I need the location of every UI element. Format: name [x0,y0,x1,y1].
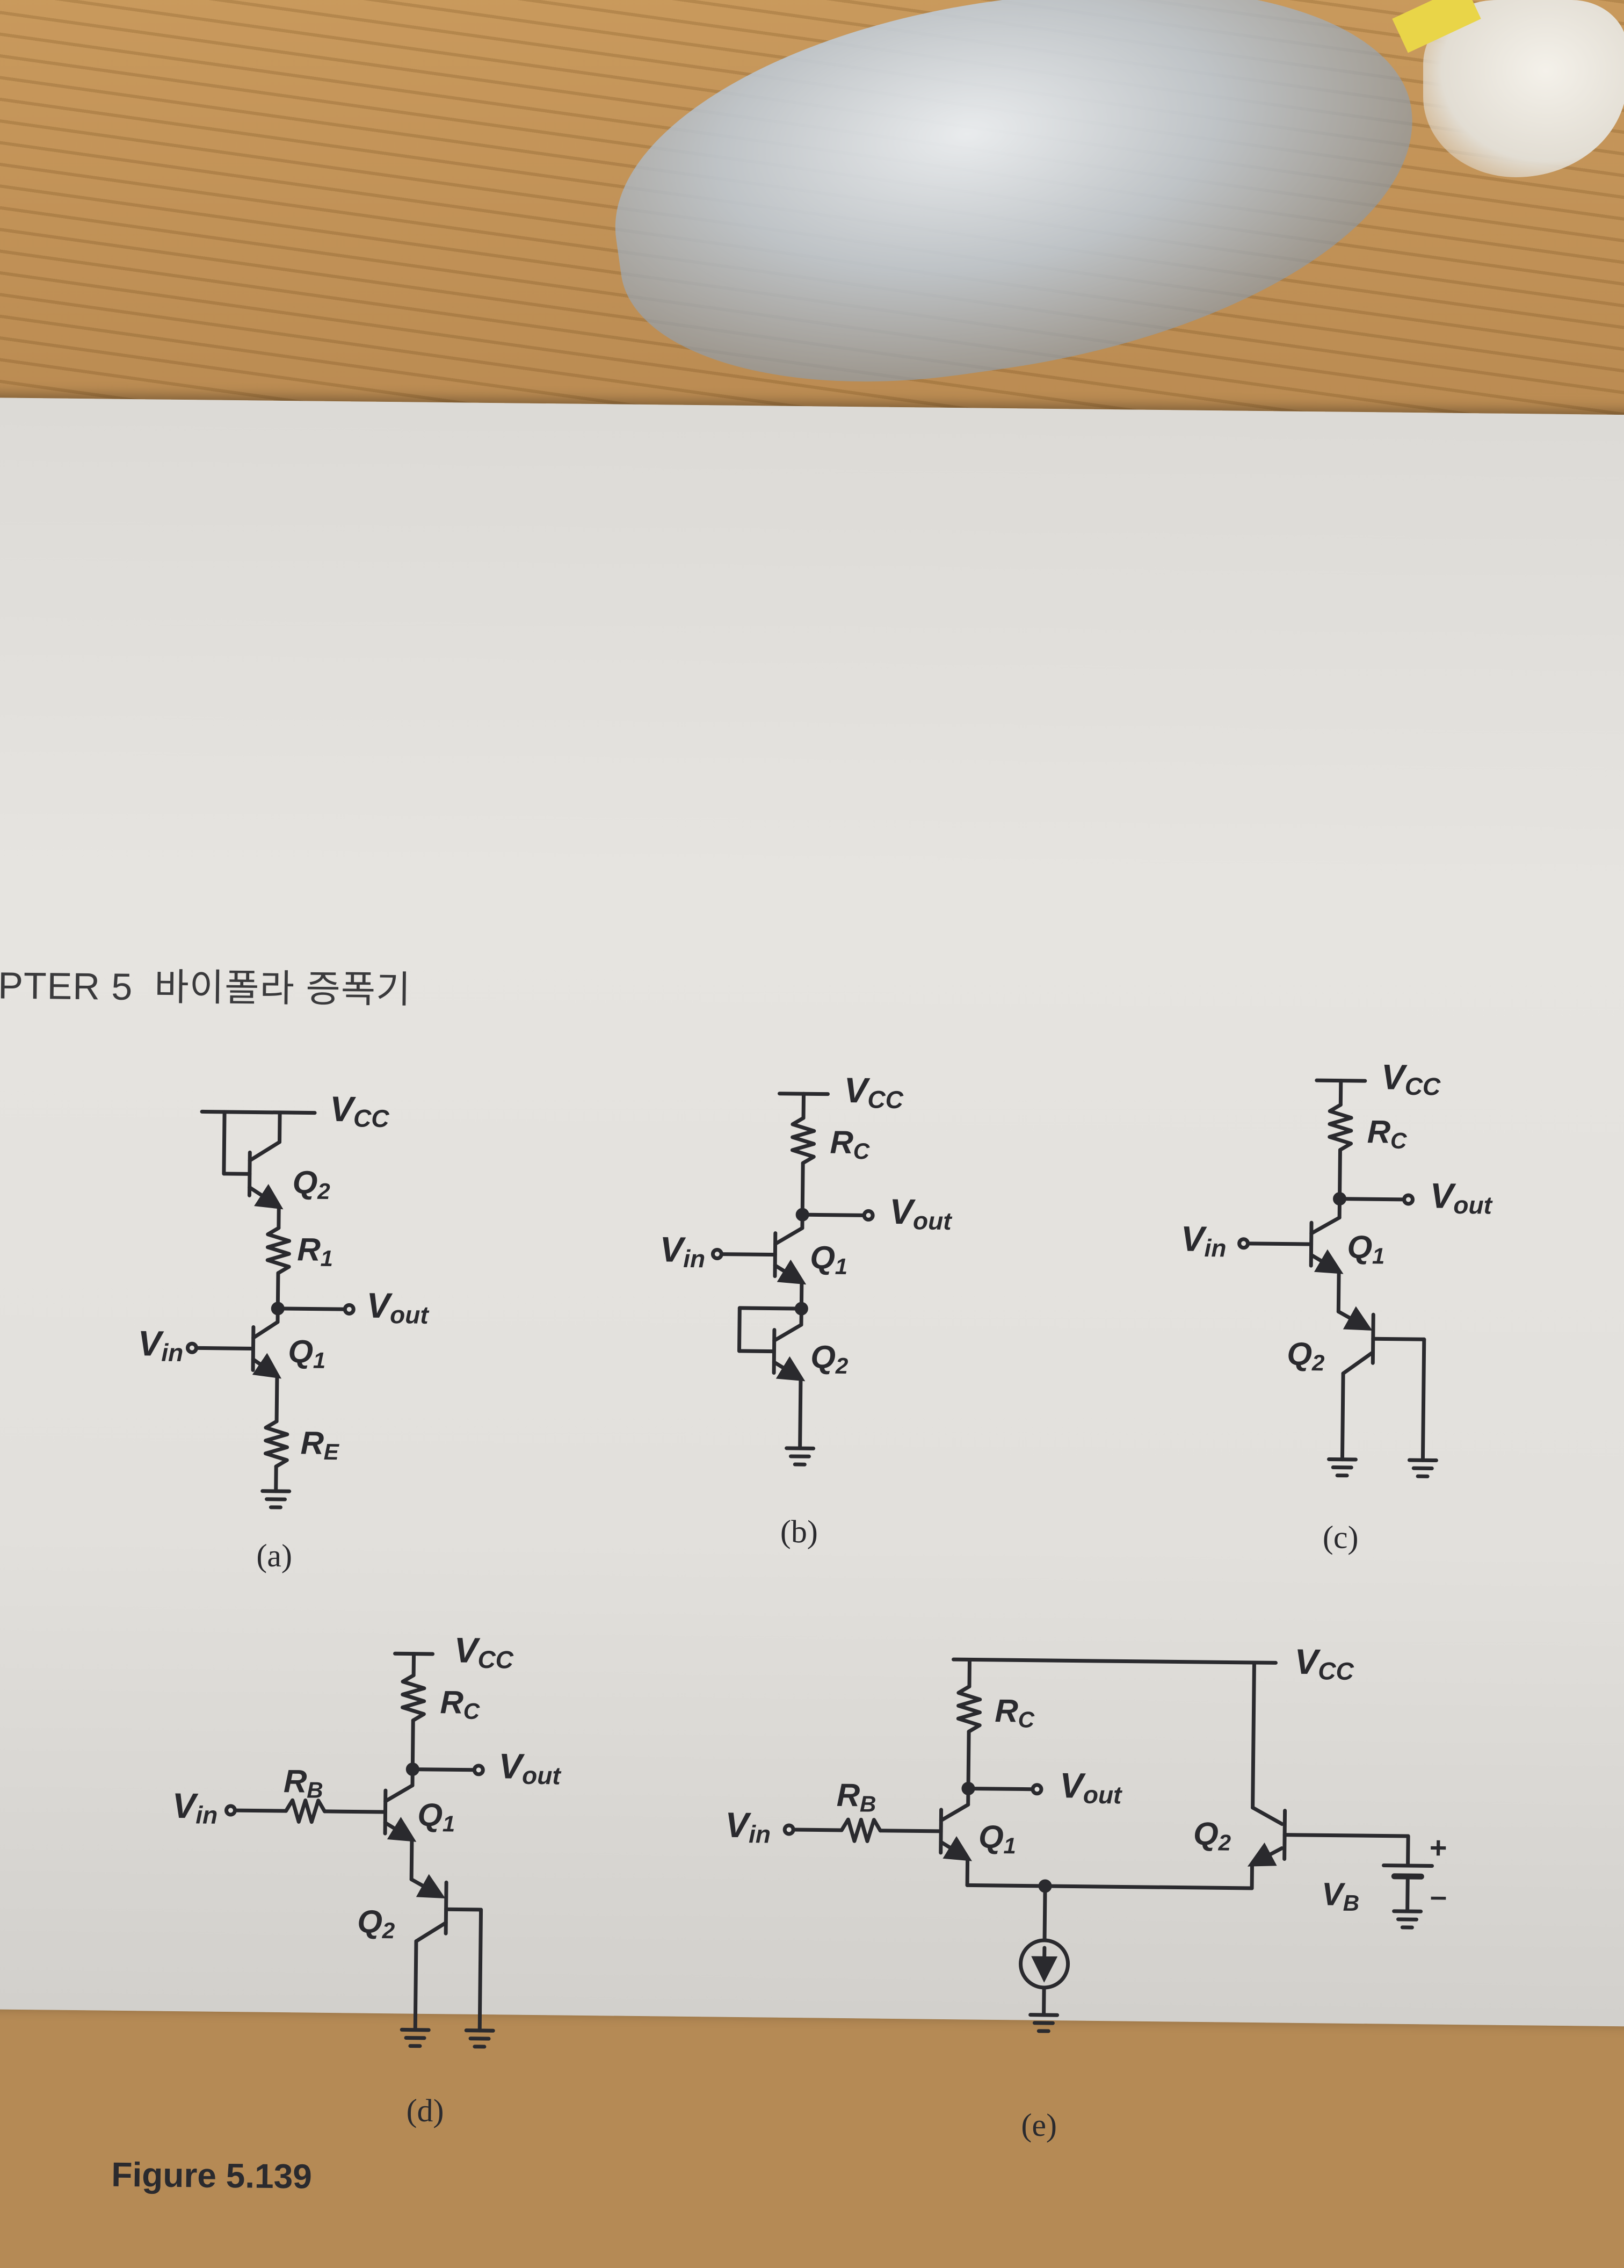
vin-label-e: Vin [725,1805,771,1848]
q2-label-a: Q2 [292,1164,330,1204]
subfig-label-d: (d) [406,2093,444,2129]
q1-label-e: Q1 [978,1819,1017,1859]
textbook-page: APTER 5 바이폴라 증폭기 [0,398,1624,2027]
vin-label-a: Vin [137,1323,184,1367]
rc-label-c: RC [1367,1114,1407,1153]
r1-label-a: R1 [297,1231,333,1271]
vcc-label-a: VCC [330,1089,390,1132]
rb-label-d: RB [284,1763,323,1803]
q2-label-b: Q2 [810,1339,849,1378]
vin-label-b: Vin [659,1229,706,1273]
figure-caption: Figure 5.139 [111,2155,312,2197]
chapter-title: 바이폴라 증폭기 [154,966,411,1010]
vout-label-e: Vout [1060,1765,1123,1809]
battery-minus: – [1430,1879,1447,1912]
vcc-label-d: VCC [454,1630,514,1673]
chapter-number: APTER 5 [0,964,133,1008]
q1-label-d: Q1 [417,1797,455,1837]
vout-label-c: Vout [1430,1175,1493,1219]
q2-label-d: Q2 [357,1904,395,1944]
q1-label-b: Q1 [810,1239,848,1279]
subfig-label-b: (b) [780,1514,818,1550]
q2-label-e: Q2 [1193,1816,1231,1855]
vin-label-c: Vin [1180,1219,1227,1262]
vcc-label-e: VCC [1294,1642,1354,1685]
battery-plus: + [1430,1830,1447,1864]
rc-label-b: RC [830,1124,870,1164]
vcc-label-b: VCC [844,1070,904,1114]
rc-label-e: RC [995,1693,1035,1732]
re-label-a: RE [300,1425,340,1464]
subfig-label-e: (e) [1021,2107,1057,2143]
vb-label-e: VB [1322,1876,1360,1916]
vcc-label-c: VCC [1381,1057,1441,1100]
vout-label-d: Vout [498,1746,562,1789]
vout-label-a: Vout [366,1285,430,1329]
circuit-e [782,1658,1434,2035]
rb-label-e: RB [836,1777,876,1817]
q1-label-a: Q1 [288,1333,326,1373]
figure-5-139: VCC Q2 R1 Vout Vin Q1 RE VCC RC Vout Vin… [0,1015,1596,2268]
q1-label-c: Q1 [1347,1229,1385,1269]
q2-label-c: Q2 [1287,1336,1325,1376]
vout-label-b: Vout [889,1191,953,1235]
subfig-label-a: (a) [256,1538,292,1574]
circuit-c [1237,1080,1440,1477]
vin-label-d: Vin [172,1786,218,1829]
rc-label-d: RC [440,1684,480,1724]
chapter-header: APTER 5 바이폴라 증폭기 [0,955,411,1014]
subfig-label-c: (c) [1323,1519,1359,1555]
